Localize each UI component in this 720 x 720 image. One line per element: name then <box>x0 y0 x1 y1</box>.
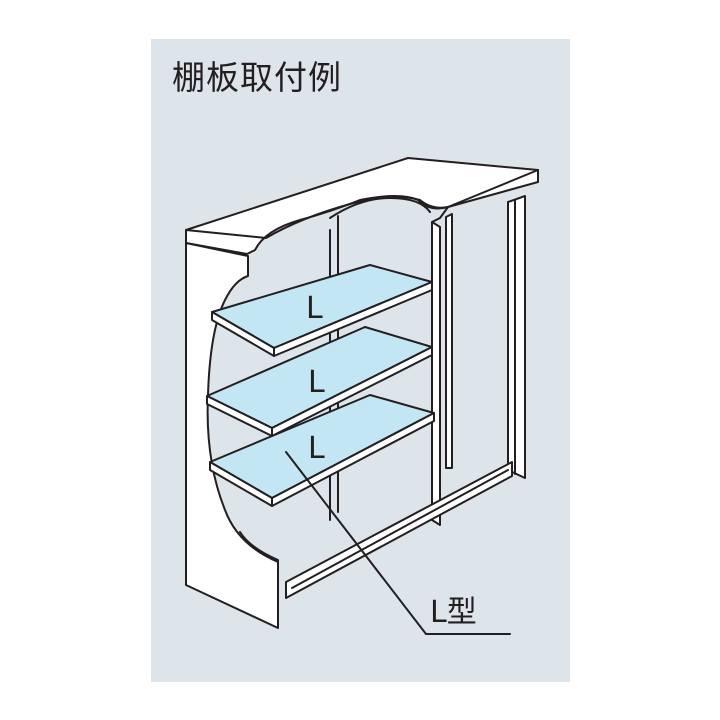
shelf-1-side <box>273 281 433 357</box>
top-slab <box>185 157 539 255</box>
shelf-2-label: L <box>308 365 325 400</box>
callout-label: L型 <box>430 595 477 630</box>
shelf-3-label: L <box>308 431 325 466</box>
right-column-outer <box>431 221 441 526</box>
diagram-title: 棚板取付例 <box>172 58 342 97</box>
shelf-2-side <box>271 346 433 437</box>
floor-rail-line <box>291 469 509 589</box>
shelf-3-side <box>271 412 435 507</box>
right-front-strip <box>431 206 449 223</box>
right-column-inner <box>445 213 453 469</box>
floor-front <box>189 531 279 626</box>
shelf-1-label: L <box>306 291 323 326</box>
cutaway-curve <box>329 197 431 219</box>
right-column-post <box>507 195 526 479</box>
callout-leader <box>285 451 511 635</box>
